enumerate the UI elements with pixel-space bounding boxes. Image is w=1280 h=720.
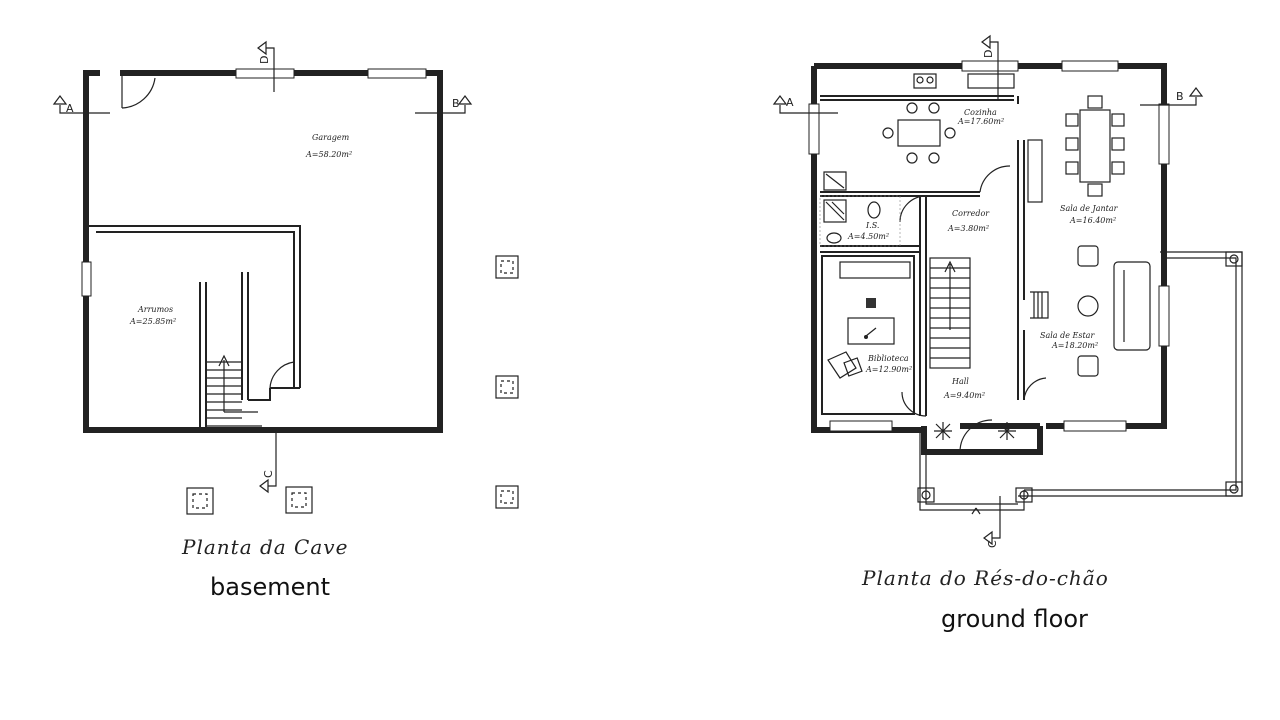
site-marker-symbols bbox=[186, 255, 519, 515]
basement-section-marks: A B D C bbox=[52, 40, 473, 494]
kitchen-furniture bbox=[823, 73, 1015, 191]
section-label-d: D bbox=[982, 50, 995, 58]
section-label-a: A bbox=[786, 96, 794, 109]
room-area-biblioteca: A=12.90m² bbox=[865, 365, 912, 374]
ground-floor-caption: Planta do Rés-do-chão bbox=[862, 566, 1109, 590]
wc-door bbox=[899, 195, 927, 223]
basement-window bbox=[235, 68, 295, 79]
section-label-c: C bbox=[262, 470, 275, 478]
hall-plants bbox=[934, 422, 1016, 440]
library-room bbox=[821, 255, 915, 415]
living-door bbox=[1023, 377, 1047, 401]
basement-caption: Planta da Cave bbox=[182, 535, 349, 559]
storage-wall-inner bbox=[96, 231, 295, 388]
storage-door bbox=[269, 361, 295, 389]
room-label-biblioteca: Biblioteca bbox=[867, 354, 909, 363]
room-label-arrumos: Arrumos bbox=[137, 305, 173, 314]
room-label-corredor: Corredor bbox=[952, 209, 990, 218]
section-label-d: D bbox=[258, 56, 271, 64]
wc-fixtures bbox=[819, 195, 901, 247]
section-label-c: C bbox=[986, 540, 999, 548]
storage-wall bbox=[86, 225, 301, 388]
room-label-sala-jantar: Sala de Jantar bbox=[1060, 204, 1119, 213]
ground-stairs bbox=[929, 257, 971, 369]
stair-wall bbox=[199, 282, 207, 430]
kitchen-door bbox=[979, 165, 1011, 193]
dining-wall bbox=[1017, 96, 1025, 400]
basement-outer-walls bbox=[83, 70, 443, 433]
section-label-a: A bbox=[66, 102, 74, 115]
room-label-sala-estar: Sala de Estar bbox=[1040, 331, 1095, 340]
kitchen-lower-wall bbox=[820, 191, 980, 197]
dining-furniture bbox=[1027, 95, 1125, 203]
room-area-sala-estar: A=18.20m² bbox=[1051, 341, 1098, 350]
room-area-is: A=4.50m² bbox=[847, 232, 889, 241]
ground-outer-walls bbox=[811, 63, 1167, 433]
library-furniture bbox=[827, 261, 911, 379]
stair-wall bbox=[241, 272, 249, 400]
room-area-corredor: A=3.80m² bbox=[947, 224, 989, 233]
ground-floor-subtitle: ground floor bbox=[941, 605, 1088, 633]
ground-floor-plan: A B D C Cozinha A=17.60m² Sala de Jantar… bbox=[772, 34, 1243, 548]
basement-plan: A B D C Garagem A=58.20m² Arrumos A=25.8… bbox=[52, 40, 473, 494]
porch-outline bbox=[919, 430, 1025, 511]
terrace-outline bbox=[1018, 251, 1243, 497]
room-area-hall: A=9.40m² bbox=[943, 391, 985, 400]
section-label-b: B bbox=[1176, 90, 1184, 103]
basement-window bbox=[367, 68, 427, 79]
living-furniture bbox=[1030, 245, 1151, 377]
basement-subtitle: basement bbox=[210, 573, 330, 601]
room-label-garagem: Garagem bbox=[312, 133, 350, 142]
basement-window bbox=[81, 261, 92, 297]
room-label-cozinha: Cozinha bbox=[964, 108, 997, 117]
ground-section-marks: A B D C bbox=[772, 34, 1204, 548]
basement-entry-door bbox=[121, 73, 156, 109]
room-area-cozinha: A=17.60m² bbox=[957, 117, 1004, 126]
section-label-b: B bbox=[452, 97, 460, 110]
room-area-arrumos: A=25.85m² bbox=[129, 317, 176, 326]
entrance-door bbox=[959, 419, 993, 453]
library-door bbox=[901, 391, 927, 417]
room-label-is: I.S. bbox=[865, 221, 879, 230]
room-area-garagem: A=58.20m² bbox=[305, 150, 352, 159]
terrace-columns bbox=[917, 251, 1243, 503]
kitchen-wall bbox=[820, 95, 1014, 101]
basement-stairs bbox=[206, 354, 262, 427]
ground-windows bbox=[808, 60, 1170, 432]
room-area-sala-jantar: A=16.40m² bbox=[1069, 216, 1116, 225]
room-label-hall: Hall bbox=[951, 377, 969, 386]
